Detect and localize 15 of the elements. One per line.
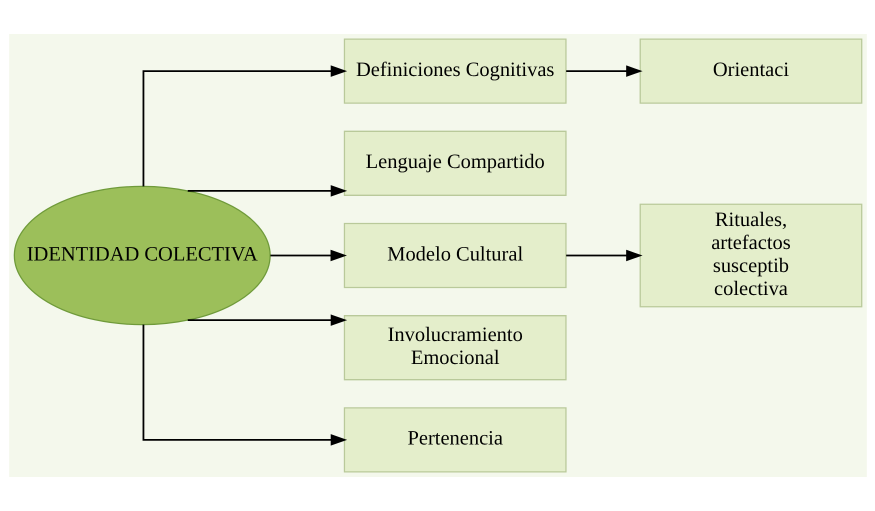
arrow xyxy=(142,324,347,446)
node-box: Rituales, artefactos susceptib colectiva xyxy=(639,204,862,308)
node-box: Modelo Cultural xyxy=(343,222,566,288)
node-box: Orientaci xyxy=(639,38,862,104)
node-box: Definiciones Cognitivas xyxy=(343,38,566,104)
node-box: Lenguaje Compartido xyxy=(343,130,566,196)
arrow xyxy=(566,65,642,77)
arrow xyxy=(566,250,642,262)
arrow xyxy=(142,65,347,186)
node-ellipse: IDENTIDAD COLECTIVA xyxy=(13,186,270,326)
node-box: Pertenencia xyxy=(343,407,566,473)
arrow xyxy=(270,250,346,262)
node-box: Involucramiento Emocional xyxy=(343,315,566,380)
arrow xyxy=(187,314,347,326)
arrow xyxy=(187,185,347,197)
